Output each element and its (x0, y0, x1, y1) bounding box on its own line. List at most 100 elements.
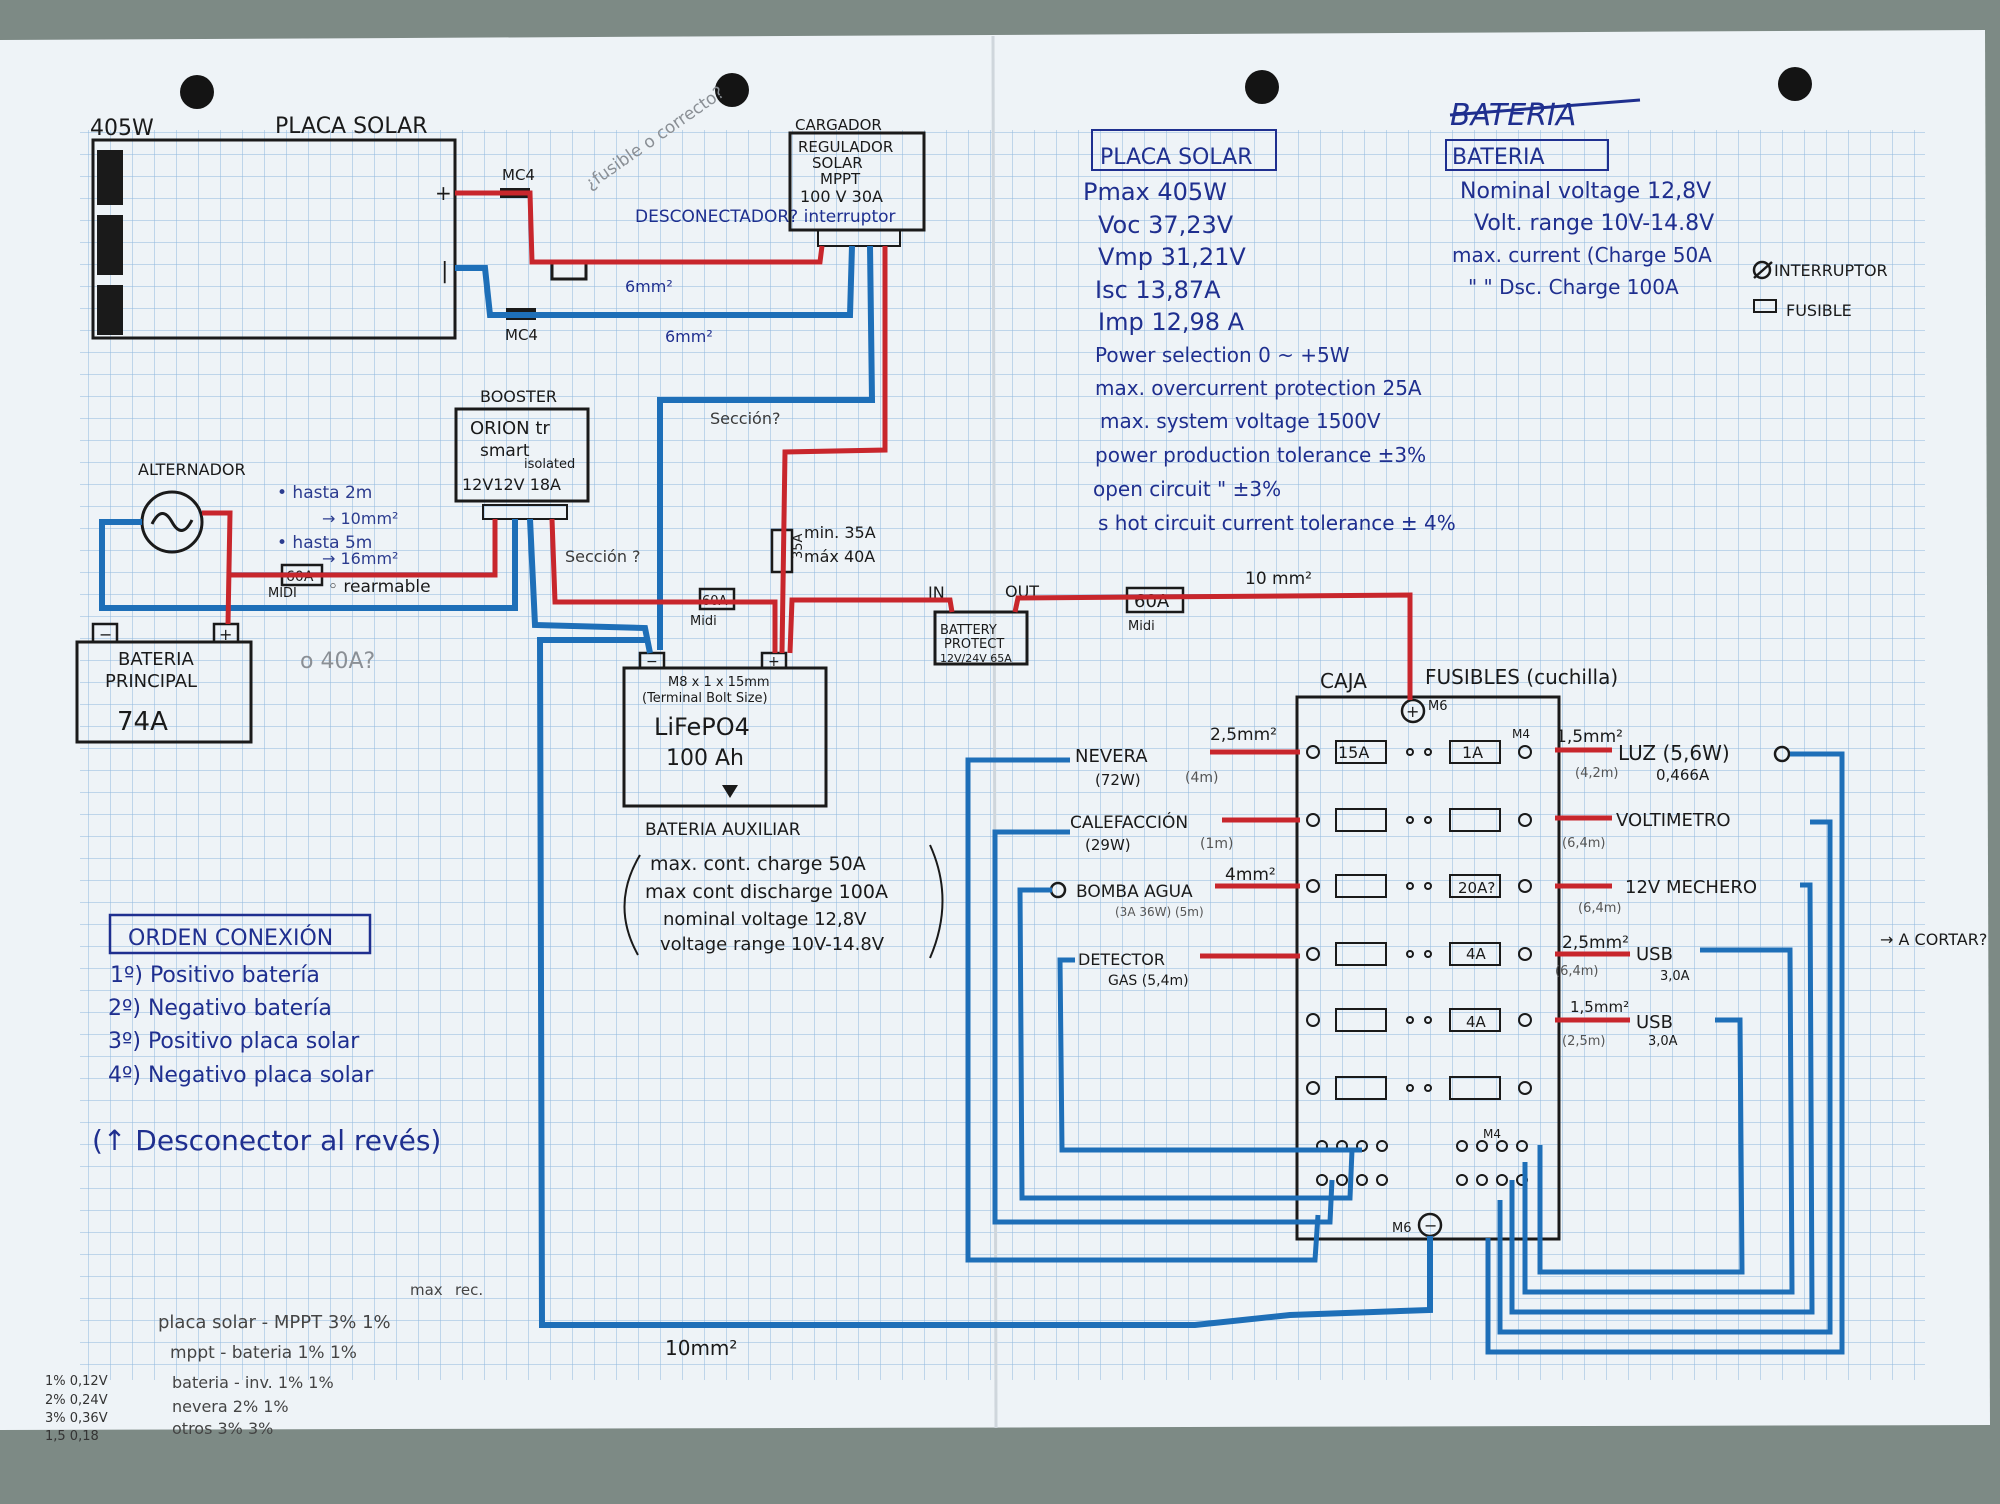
booster-line3: isolated (524, 457, 575, 472)
midi-right-type: Midi (1128, 619, 1155, 634)
pencil-40a-note: o 40A? (300, 649, 375, 674)
aux-battery-terminal2: (Terminal Bolt Size) (642, 691, 768, 706)
seccion-mid-label: Sección ? (565, 547, 641, 566)
load-bomba: BOMBA AGUA (1076, 882, 1193, 902)
panel-spec-l6: s hot circuit current tolerance ± 4% (1098, 511, 1456, 535)
spec-bracket-left (623, 854, 641, 956)
spec-bracket-right (929, 844, 944, 959)
neg-wire-loads-left-2 (992, 829, 1335, 1225)
aux-battery-spec3: nominal voltage 12,8V (663, 909, 867, 930)
neg-wire-loads-right-2 (1497, 819, 1833, 1335)
panel-spec-l5: open circuit " ±3% (1093, 477, 1281, 501)
battery-spec-l2: Volt. range 10V-14.8V (1474, 211, 1714, 236)
fuse-slot (1449, 1076, 1501, 1100)
main-battery-capacity: 74A (117, 707, 168, 737)
fuse-slot (1449, 808, 1501, 832)
load-volt-len: (6,4m) (1562, 836, 1605, 851)
load-nevera: NEVERA (1075, 746, 1148, 767)
orden-title-box (108, 913, 372, 955)
booster-note-4: → 16mm² (322, 549, 398, 568)
midi-fuse-center (698, 587, 736, 611)
load-voltimetro: VOLTIMETRO (1616, 810, 1731, 831)
panel-spec-l3: max. system voltage 1500V (1100, 409, 1381, 433)
arrow-down-icon (722, 785, 738, 798)
booster-title: BOOSTER (480, 387, 557, 406)
fuse-slot (1335, 808, 1387, 832)
neg-wire-mppt-battery (657, 245, 876, 650)
panel-spec-isc: Isc 13,87A (1095, 276, 1221, 304)
neg-bus-screw (1456, 1140, 1468, 1152)
fuse-dot (1406, 1016, 1414, 1024)
neg-wire-loads-right (1485, 751, 1845, 1355)
sine-icon (150, 512, 194, 532)
fuse-dot (1424, 950, 1432, 958)
neg-wire-loads-right-5 (1537, 1017, 1745, 1275)
wire-15mm-b-label: 1,5mm² (1570, 998, 1629, 1016)
fuse-terminal (1306, 1081, 1320, 1095)
load-usb2: USB (1636, 1012, 1673, 1033)
solar-panel (91, 138, 457, 340)
solar-panel-cell (97, 215, 123, 275)
load-calefaccion: CALEFACCIÓN (1070, 811, 1188, 833)
fuse-terminal (1518, 813, 1532, 827)
fuse-slot (1335, 1076, 1387, 1100)
load-luz-amp: 0,466A (1656, 766, 1710, 784)
neg-wire-booster-aux (527, 518, 653, 654)
panel-spec-l2: max. overcurrent protection 25A (1095, 376, 1422, 400)
loss-row-2: mppt - bateria 1% 1% (170, 1343, 357, 1363)
switch-legend-stroke (1753, 261, 1773, 279)
fuse-dot (1424, 748, 1432, 756)
loss-row-4: nevera 2% 1% (172, 1397, 289, 1416)
battery-specs-title: BATERIA (1452, 145, 1545, 170)
volt-drop-1: 1% 0,12V (45, 1374, 108, 1389)
main-battery-pos-terminal (212, 622, 240, 644)
wire-10mm-top-label: 10 mm² (1245, 569, 1312, 589)
fuse-slot (1335, 942, 1387, 966)
main-battery-neg-terminal (91, 622, 119, 644)
fuse-20a-label: 20A? (1458, 879, 1495, 897)
neg-bus-screw (1516, 1140, 1528, 1152)
neg-bus-screw (1356, 1174, 1368, 1186)
fuse-terminal (1518, 745, 1532, 759)
wire-4mm-label: 4mm² (1225, 865, 1276, 885)
neg-wire-loads-right-3 (1509, 882, 1815, 1315)
booster-line1: ORION tr (470, 418, 550, 439)
loss-header-rec: rec. (455, 1281, 483, 1299)
fuse-box-caja: CAJA (1320, 669, 1367, 693)
aux-battery-label: BATERIA AUXILIAR (645, 820, 801, 840)
panel-spec-pmax: Pmax 405W (1083, 178, 1227, 206)
legend-fuse-label: FUSIBLE (1786, 301, 1852, 320)
binder-hole (1245, 70, 1279, 104)
fuse-4a-label-2: 4A (1466, 1013, 1487, 1031)
fuse-4a-label-1: 4A (1466, 945, 1487, 963)
aux-battery-spec2: max cont discharge 100A (645, 881, 888, 903)
m6-bottom-label: M6 (1392, 1221, 1412, 1236)
battery-protect-line2: PROTECT (944, 637, 1004, 652)
loss-row-3: bateria - inv. 1% 1% (172, 1373, 334, 1392)
binder-hole (180, 75, 214, 109)
pos-wire-booster-in (230, 519, 498, 578)
booster-note-3: • hasta 5m (277, 533, 372, 553)
wire-6mm-label-2: 6mm² (665, 327, 713, 346)
fuse-dot (1406, 1084, 1414, 1092)
charger-terminal-strip (817, 229, 901, 247)
wire-25mm-right-label: 2,5mm² (1562, 933, 1629, 953)
fuse-35a-max: máx 40A (804, 547, 875, 566)
fuse-dot (1406, 882, 1414, 890)
panel-spec-voc: Voc 37,23V (1098, 211, 1234, 239)
neg-bus-screw (1496, 1140, 1508, 1152)
pos-wire-alternator (202, 510, 233, 625)
battery-protect-in: IN (928, 583, 945, 602)
volt-drop-4: 1,5 0,18 (45, 1429, 99, 1444)
aux-battery-neg-terminal (638, 651, 666, 670)
solar-panel-power: 405W (90, 116, 154, 141)
load-usb2-amp: 3,0A (1648, 1034, 1678, 1049)
fuse-slot (1449, 942, 1501, 966)
loss-header-max: max (410, 1281, 443, 1299)
fuse-terminal (1518, 947, 1532, 961)
fuse-slot (1335, 874, 1387, 898)
aux-battery-terminal: M8 x 1 x 15mm (668, 675, 770, 690)
fuse-legend-icon (1753, 299, 1777, 313)
aux-battery-plus: + (768, 654, 780, 670)
